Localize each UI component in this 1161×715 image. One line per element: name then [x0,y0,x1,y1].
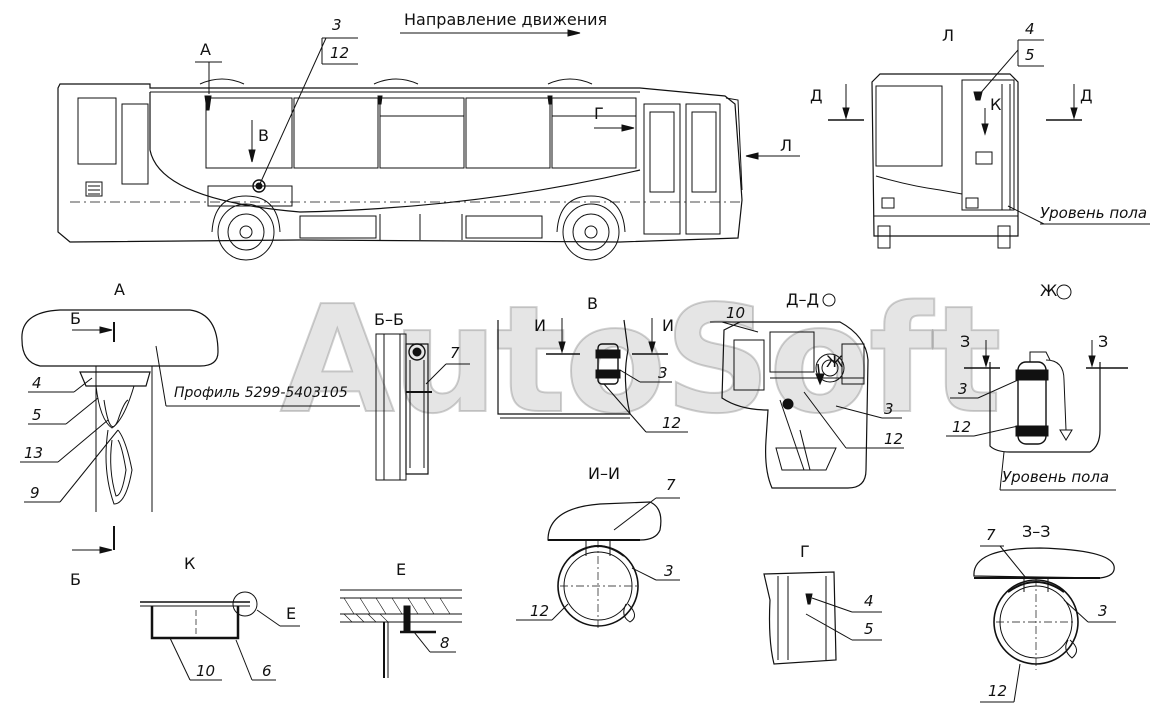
section-b-b-title: Б–Б [374,310,404,329]
callout-3: 3 [332,16,342,34]
callout-12-dd: 12 [884,430,904,448]
callout-12-v: 12 [662,414,682,432]
callout-10-dd: 10 [726,304,746,322]
label-arrow-a: А [200,40,211,59]
label-z-left: З [960,332,971,351]
callout-13-a: 13 [24,444,44,462]
view-e-title: Е [396,560,407,579]
view-v-title: В [587,294,598,313]
section-b-b [376,334,470,480]
callout-5-g: 5 [864,620,874,638]
view-v [498,318,688,432]
callout-3-ii: 3 [664,562,674,580]
label-z-right: З [1098,332,1109,351]
view-zh-title: Ж [1040,281,1058,300]
callout-7-bb: 7 [450,344,460,362]
view-a-title: А [114,280,125,299]
callout-6-k: 6 [262,662,272,680]
label-i-right: И [662,316,674,335]
label-b-bottom: Б [70,570,81,589]
callout-4-a: 4 [32,374,42,392]
direction-title: Направление движения [404,10,608,29]
label-arrow-zh: Ж [826,352,844,371]
callout-3-dd: 3 [884,400,894,418]
view-a [20,310,360,553]
view-k-title: К [184,554,196,573]
label-arrow-d-left: Д [810,86,823,105]
callout-3-zz: 3 [1098,602,1108,620]
callout-3-zh: 3 [958,380,968,398]
section-d-d-title: Д–Д [786,290,819,309]
floor-level-note-1: Уровень пола [1040,204,1148,222]
callout-9-a: 9 [30,484,40,502]
label-arrow-g: Г [594,104,604,123]
callout-12-ii: 12 [530,602,550,620]
bus-side-view [58,30,800,260]
callout-12-zz: 12 [988,682,1008,700]
callout-4-g: 4 [864,592,874,610]
section-z-z [974,546,1116,702]
callout-12: 12 [330,44,350,62]
section-i-i [516,498,680,630]
floor-level-note-2: Уровень пола [1002,468,1110,486]
label-arrow-e: Е [286,604,297,623]
view-g-title: Г [800,542,810,561]
label-arrow-v: В [258,126,269,145]
callout-10-k: 10 [196,662,216,680]
callout-3-v: 3 [658,364,668,382]
callout-4-top: 4 [1025,20,1035,38]
view-k [140,592,300,680]
view-e [340,590,462,678]
section-d-d [710,294,904,488]
callout-5-a: 5 [32,406,42,424]
profile-note: Профиль 5299-5403105 [174,385,348,401]
view-l-title: Л [942,26,955,45]
label-arrow-l: Л [780,136,793,155]
callout-5-top: 5 [1025,46,1035,64]
label-b-top: Б [70,309,81,328]
label-arrow-k: К [990,95,1002,114]
section-z-z-title: З–З [1022,522,1051,541]
label-arrow-d-right: Д [1080,86,1093,105]
label-i-left: И [534,316,546,335]
callout-8-e: 8 [440,634,450,652]
callout-12-zh: 12 [952,418,972,436]
bus-front-view [828,40,1150,248]
callout-7-zz: 7 [986,526,996,544]
view-g [764,572,882,664]
callout-7-ii: 7 [666,476,676,494]
view-zh [946,285,1128,490]
section-i-i-title: И–И [588,464,620,483]
